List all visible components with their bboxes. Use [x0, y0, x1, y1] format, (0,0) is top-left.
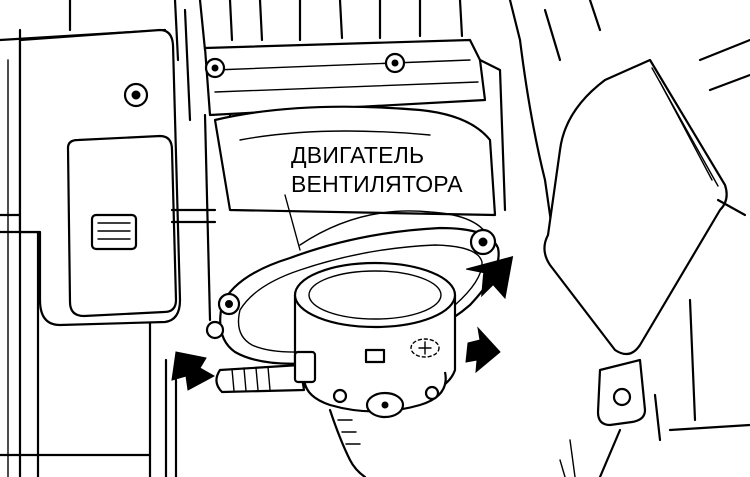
blower-motor-body: [293, 261, 457, 419]
arrow-icon: [465, 326, 501, 374]
arrow-icon: [466, 255, 514, 300]
left-panel: [18, 28, 217, 327]
arrow-icon: [171, 351, 216, 391]
callout-line-1: ДВИГАТЕЛЬ: [291, 142, 425, 168]
right-filter-box: [508, 0, 750, 477]
blower-motor-callout: ДВИГАТЕЛЬ ВЕНТИЛЯТОРА: [289, 141, 465, 199]
callout-leader-line: [284, 194, 301, 251]
callout-line-2: ВЕНТИЛЯТОРА: [291, 171, 463, 197]
motor-connector: [215, 350, 367, 477]
